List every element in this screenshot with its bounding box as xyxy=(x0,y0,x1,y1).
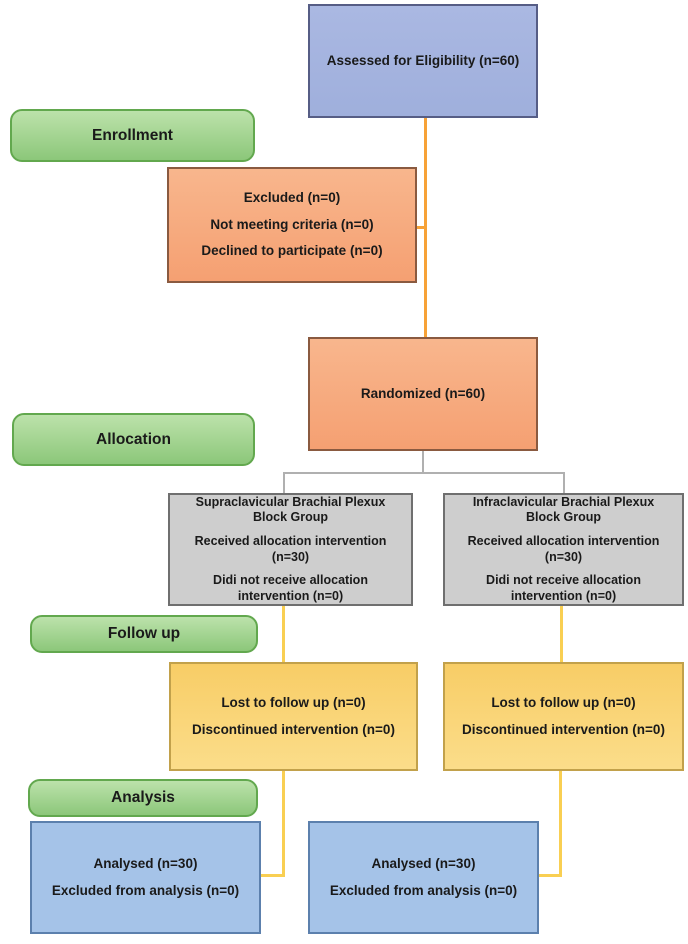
connector-yellow-to-blue-left-vertical xyxy=(282,770,285,877)
supraclavicular-not-received-text: Didi not receive allocation intervention… xyxy=(213,573,368,603)
connector-gray-to-yellow-right xyxy=(560,605,563,663)
randomized-text: Randomized (n=60) xyxy=(360,385,486,401)
connector-drop-right-gray xyxy=(563,472,565,495)
supraclavicular-group-title: Supraclavicular Brachial Plexux Block Gr… xyxy=(195,494,386,525)
connector-randomized-stem xyxy=(422,451,424,473)
stage-label-allocation-text: Allocation xyxy=(96,430,171,448)
assessed-eligibility-text: Assessed for Eligibility (n=60) xyxy=(326,52,520,68)
connector-randomized-crossbar xyxy=(283,472,565,474)
stage-label-followup-text: Follow up xyxy=(107,625,181,642)
box-randomized: Randomized (n=60) xyxy=(308,337,538,451)
stage-label-analysis: Analysis xyxy=(28,779,258,817)
analysis-right-excluded-text: Excluded from analysis (n=0) xyxy=(329,882,518,898)
connector-yellow-to-blue-left-horizontal xyxy=(258,874,285,877)
followup-left-discontinued-text: Discontinued intervention (n=0) xyxy=(192,721,395,737)
stage-label-followup: Follow up xyxy=(30,615,258,653)
box-analysis-right: Analysed (n=30) Excluded from analysis (… xyxy=(308,821,539,934)
analysis-left-excluded-text: Excluded from analysis (n=0) xyxy=(51,882,240,898)
connector-yellow-to-blue-right-vertical xyxy=(559,770,562,877)
supraclavicular-received-text: Received allocation intervention (n=30) xyxy=(194,533,387,564)
followup-right-lost-text: Lost to follow up (n=0) xyxy=(491,694,636,710)
infraclavicular-group-title: Infraclavicular Brachial Plexux Block Gr… xyxy=(472,494,655,525)
connector-gray-to-yellow-left xyxy=(282,605,285,663)
analysis-left-analysed-text: Analysed (n=30) xyxy=(93,855,198,871)
connector-drop-left-gray xyxy=(283,472,285,495)
stage-label-enrollment: Enrollment xyxy=(10,109,255,162)
connector-yellow-to-blue-right-horizontal xyxy=(536,874,562,877)
excluded-line-1: Excluded (n=0) xyxy=(243,189,341,205)
stage-label-analysis-text: Analysis xyxy=(111,789,175,806)
excluded-line-3: Declined to participate (n=0) xyxy=(201,243,383,259)
infraclavicular-received-text: Received allocation intervention (n=30) xyxy=(467,533,660,564)
box-excluded: Excluded (n=0) Not meeting criteria (n=0… xyxy=(167,167,417,283)
stage-label-enrollment-text: Enrollment xyxy=(92,126,173,144)
box-followup-left: Lost to follow up (n=0) Discontinued int… xyxy=(169,662,418,771)
box-analysis-left: Analysed (n=30) Excluded from analysis (… xyxy=(30,821,261,934)
stage-label-allocation: Allocation xyxy=(12,413,255,466)
analysis-right-analysed-text: Analysed (n=30) xyxy=(371,855,476,871)
infraclavicular-not-received-text: Didi not receive allocation intervention… xyxy=(486,573,641,603)
box-allocation-supraclavicular: Supraclavicular Brachial Plexux Block Gr… xyxy=(168,493,413,606)
box-allocation-infraclavicular: Infraclavicular Brachial Plexux Block Gr… xyxy=(443,493,684,606)
connector-excluded-branch xyxy=(414,226,426,229)
box-followup-right: Lost to follow up (n=0) Discontinued int… xyxy=(443,662,684,771)
excluded-line-2: Not meeting criteria (n=0) xyxy=(210,216,374,232)
followup-left-lost-text: Lost to follow up (n=0) xyxy=(221,694,366,710)
followup-right-discontinued-text: Discontinued intervention (n=0) xyxy=(462,721,665,737)
box-assessed-eligibility: Assessed for Eligibility (n=60) xyxy=(308,4,538,118)
